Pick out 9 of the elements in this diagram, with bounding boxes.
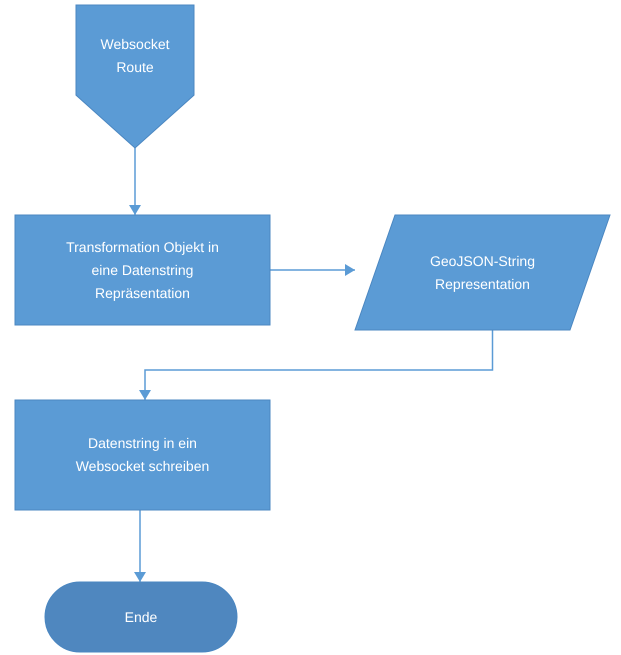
arrow — [139, 330, 494, 400]
node-label: Datenstring in ein Websocket schreiben — [74, 434, 210, 476]
arrow — [270, 264, 355, 276]
node-label: Transformation Objekt in eine Datenstring Repräsentation — [65, 238, 220, 303]
arrow — [134, 510, 146, 582]
node-label: Ende — [124, 608, 158, 626]
node-label: Websocket Route — [100, 35, 170, 77]
arrow — [129, 148, 141, 215]
node-label: GeoJSON-String Representation — [428, 252, 536, 294]
